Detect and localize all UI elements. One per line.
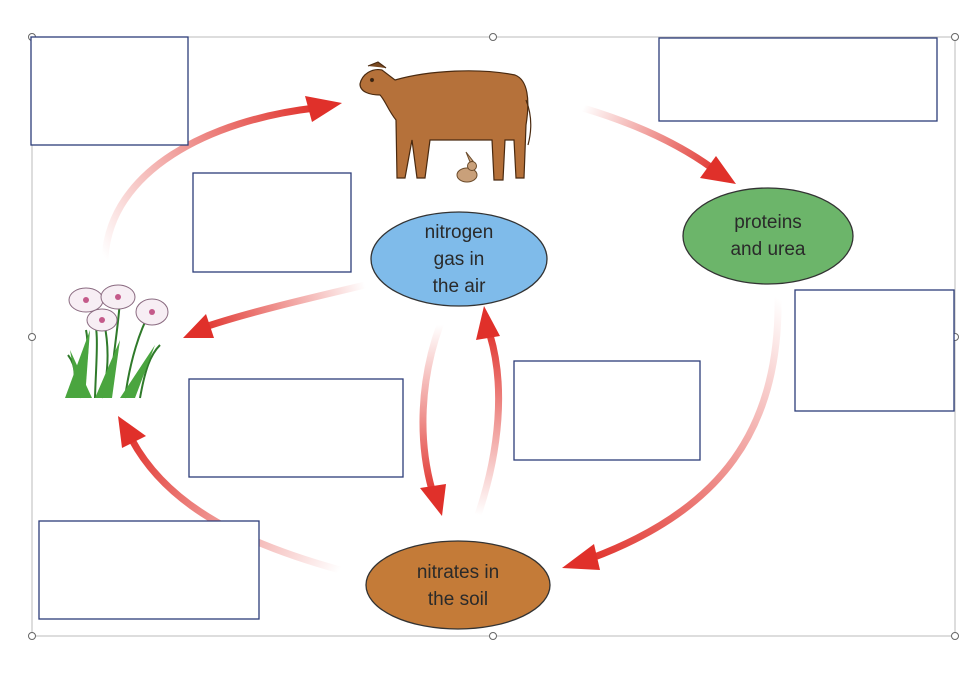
arrow-plants-to-cow: [101, 96, 342, 262]
label-line: and urea: [730, 239, 806, 260]
resize-handle-bottom-right[interactable]: [951, 632, 959, 640]
proteins-urea-label: proteins and urea: [683, 209, 853, 263]
arrow-nitrogen-to-plants: [183, 281, 369, 338]
resize-handle-left[interactable]: [28, 333, 36, 341]
empty-label-box[interactable]: [192, 172, 352, 273]
nitrogen-gas-node: [370, 211, 548, 307]
arrow-nitrogen-to-nitrates: [419, 321, 446, 516]
resize-handle-top-right[interactable]: [951, 33, 959, 41]
proteins-urea-node: [682, 187, 854, 285]
flowers-image: [65, 284, 169, 399]
label-line: nitrogen: [424, 222, 494, 243]
label-line: nitrates in: [416, 562, 500, 583]
label-line: the soil: [427, 589, 489, 610]
resize-handle-bottom-left[interactable]: [28, 632, 36, 640]
resize-handle-top[interactable]: [489, 33, 497, 41]
label-line: the air: [432, 276, 486, 297]
empty-label-box[interactable]: [513, 360, 701, 461]
empty-label-box[interactable]: [188, 378, 404, 478]
empty-label-box[interactable]: [794, 289, 955, 412]
label-line: gas in: [433, 249, 485, 270]
nitrates-soil-node: [365, 540, 551, 630]
label-line: proteins: [734, 212, 802, 233]
rabbit-image: [456, 151, 478, 183]
arrow-nitrates-to-nitrogen: [474, 306, 503, 519]
nitrates-soil-label: nitrates in the soil: [366, 559, 550, 613]
empty-label-box[interactable]: [38, 520, 260, 620]
resize-handle-bottom[interactable]: [489, 632, 497, 640]
nitrogen-gas-label: nitrogen gas in the air: [371, 219, 547, 300]
empty-label-box[interactable]: [658, 37, 938, 122]
arrow-cow-to-proteins: [579, 104, 736, 184]
cow-image: [359, 61, 532, 181]
empty-label-box[interactable]: [30, 36, 189, 146]
arrow-proteins-to-nitrates: [562, 294, 782, 570]
